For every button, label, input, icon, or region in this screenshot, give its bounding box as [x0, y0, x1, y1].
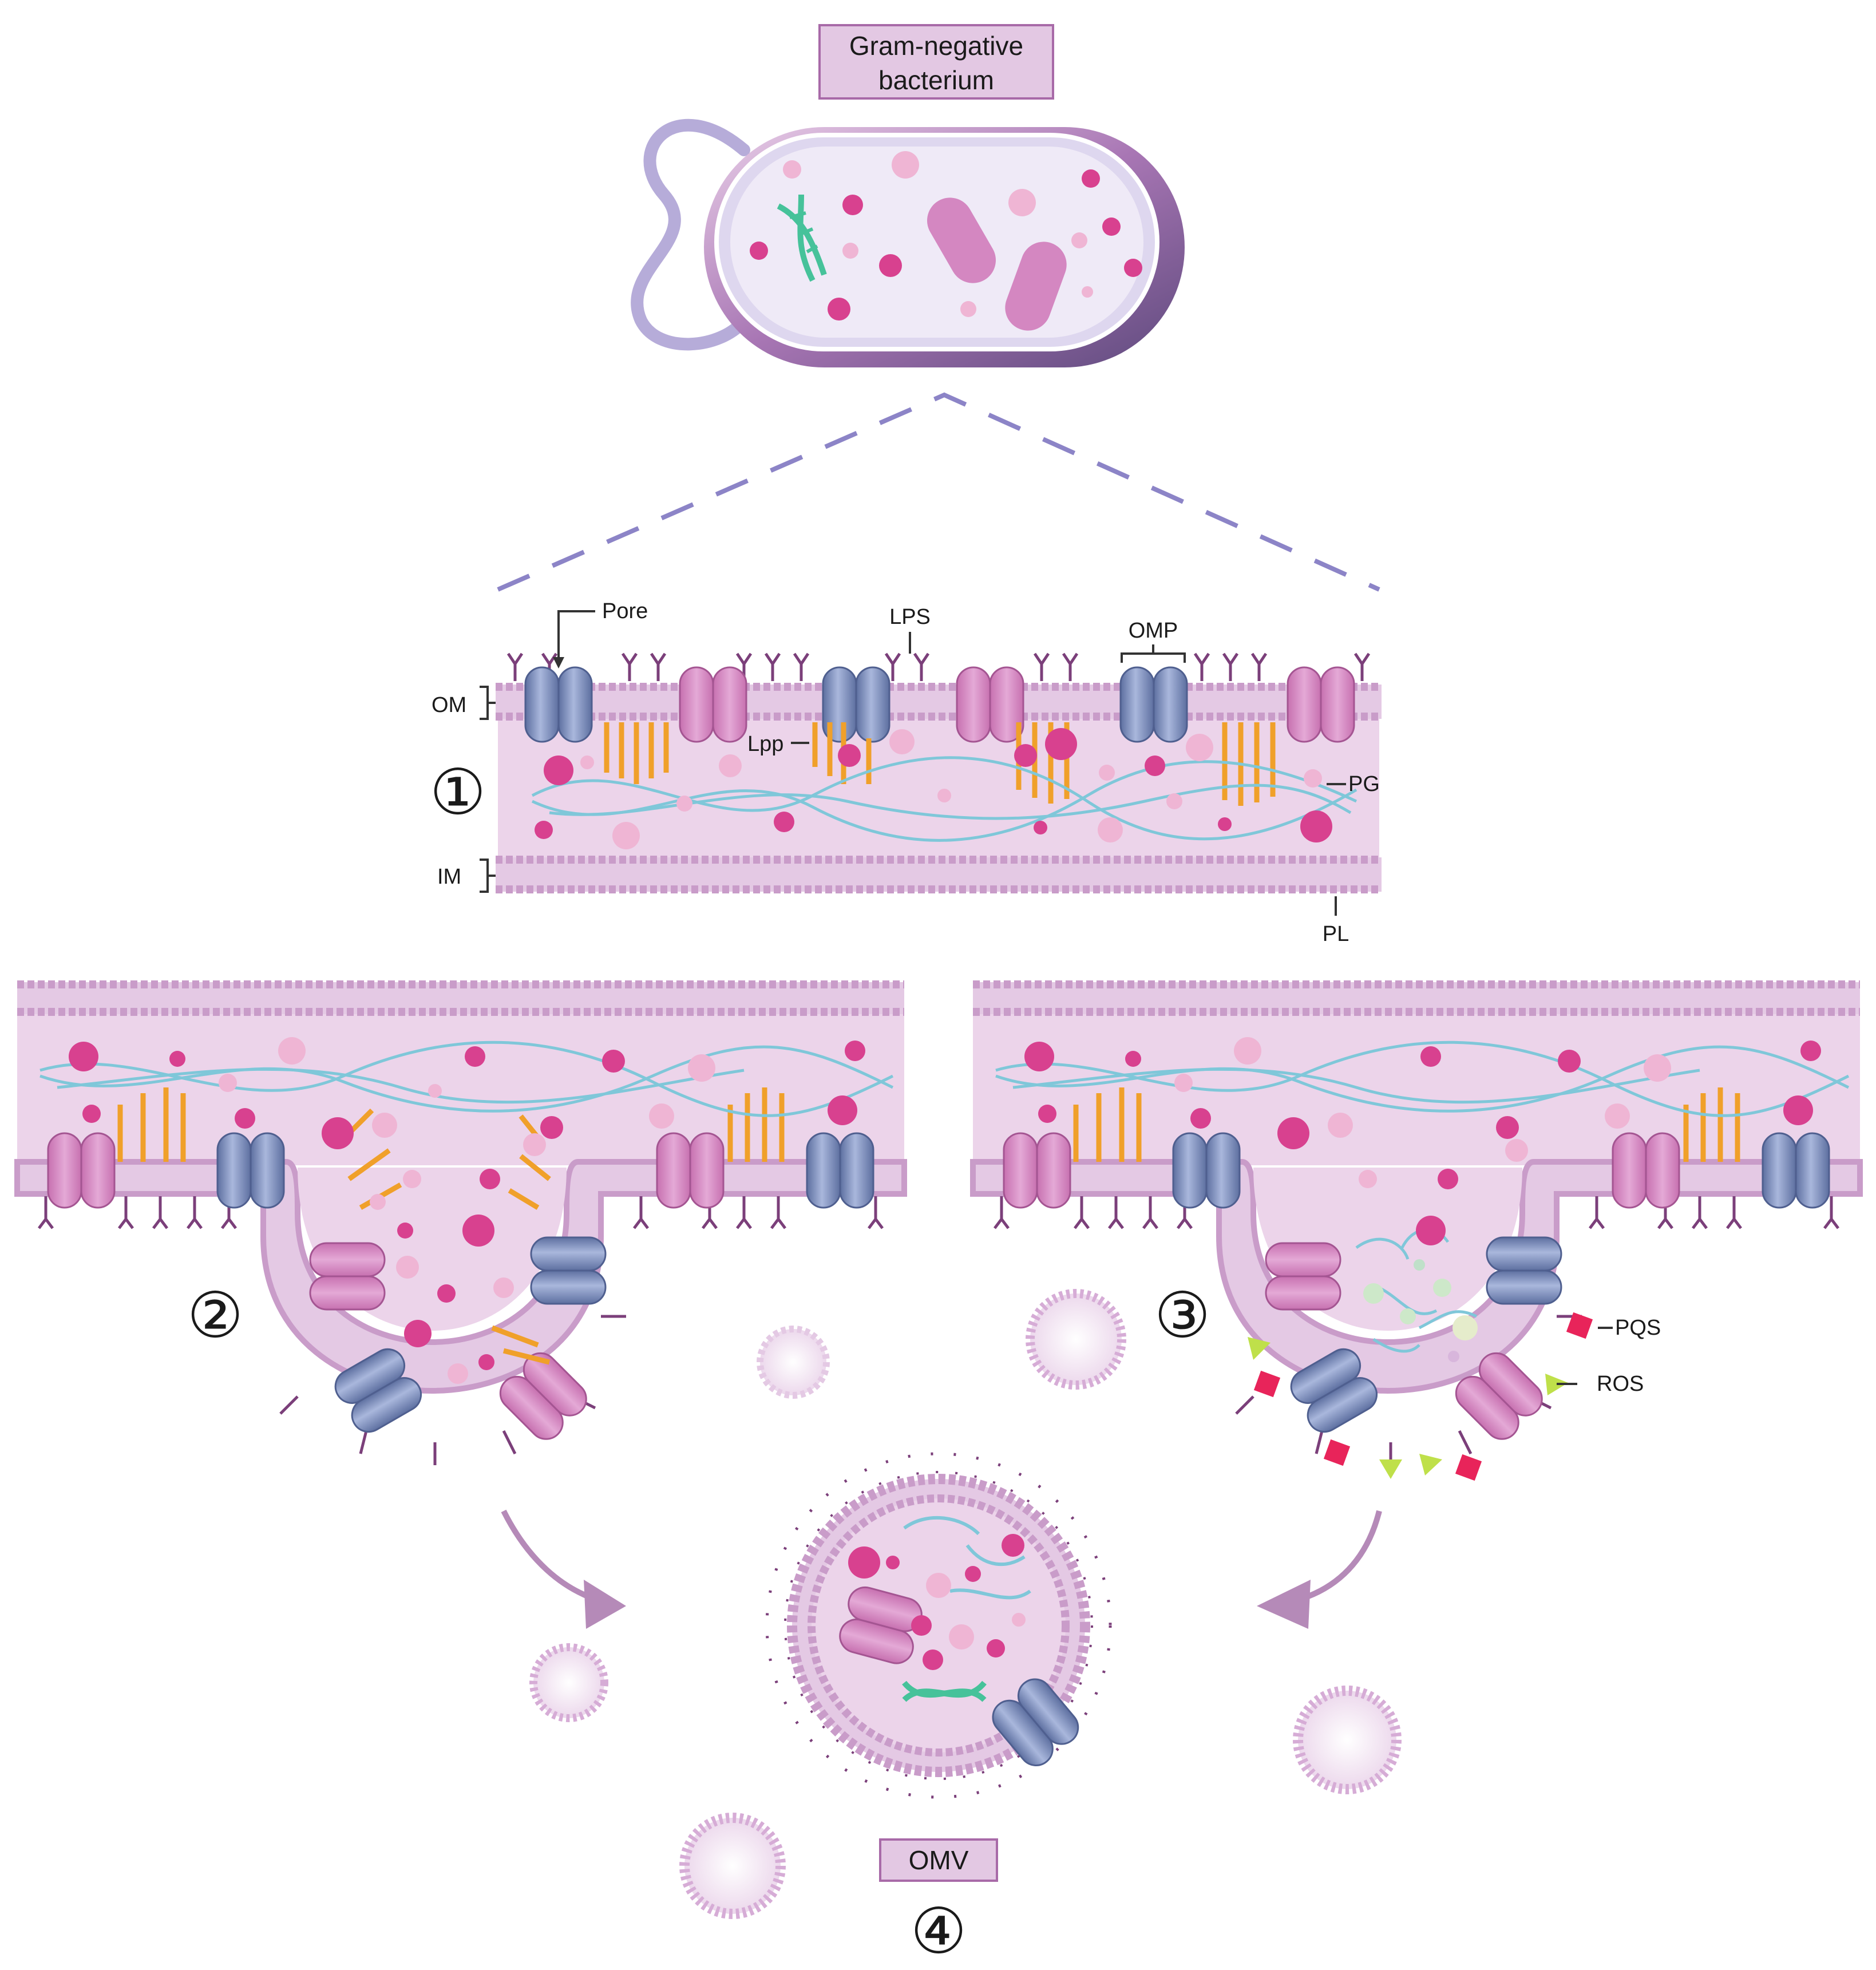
- omp-pink-3: [1287, 666, 1355, 743]
- step-1-marker: ①: [430, 757, 486, 828]
- small-vesicles: [529, 1289, 1402, 1919]
- bacterium-label-box: Gram-negative bacterium: [818, 24, 1054, 100]
- step-4-marker: ④: [911, 1896, 967, 1967]
- arrows-to-omv: [501, 1509, 1382, 1629]
- label-lps: LPS: [889, 605, 931, 629]
- periplasm-particles: [535, 728, 1332, 849]
- vesiculation-panel-2: ②: [14, 980, 907, 1465]
- label-omv: OMV: [909, 1845, 969, 1875]
- lps-chains: [506, 652, 1371, 681]
- omv-label-box: OMV: [879, 1838, 998, 1882]
- omv-dna-helix-icon: [902, 1680, 987, 1702]
- label-lpp: Lpp: [747, 732, 783, 756]
- porin-blue-2: [822, 666, 890, 743]
- step-2-marker: ②: [187, 1280, 244, 1351]
- bacterium-label-line1: Gram-negative: [849, 31, 1023, 61]
- dna-helix-icon: [777, 194, 827, 282]
- pore-pointer: [557, 610, 595, 665]
- outer-membrane: [496, 683, 1382, 721]
- porin-blue-1: [524, 666, 593, 743]
- label-omp: OMP: [1129, 619, 1178, 643]
- flagellum: [631, 118, 750, 351]
- cell-envelope-panel-1: [496, 652, 1382, 893]
- pqs-molecules: [1253, 1312, 1593, 1481]
- step-3-marker: ③: [1154, 1280, 1211, 1351]
- vesiculation-panel-3: PQS ROS ③: [970, 980, 1863, 1481]
- omp-pink-1: [679, 666, 747, 743]
- zoom-dashed-lines: [497, 392, 1380, 592]
- bacterium-label-line2: bacterium: [878, 65, 994, 95]
- omp-pink-2: [956, 666, 1024, 743]
- label-om: OM: [432, 693, 466, 717]
- panel-1-labels: Pore LPS OMP OM Lpp PG IM PL ①: [430, 599, 1380, 946]
- porin-blue-3: [1119, 666, 1188, 743]
- outer-membrane-vesicle: [765, 1452, 1112, 1799]
- label-pqs: PQS: [1615, 1316, 1661, 1340]
- label-ros: ROS: [1597, 1372, 1644, 1396]
- inner-membrane: [496, 856, 1382, 893]
- label-pg: PG: [1348, 772, 1380, 796]
- label-im: IM: [437, 865, 461, 889]
- label-pl: PL: [1323, 922, 1349, 946]
- label-pore: Pore: [602, 599, 648, 623]
- gram-negative-bacterium: [631, 118, 1185, 367]
- periplasm-region: [498, 707, 1379, 859]
